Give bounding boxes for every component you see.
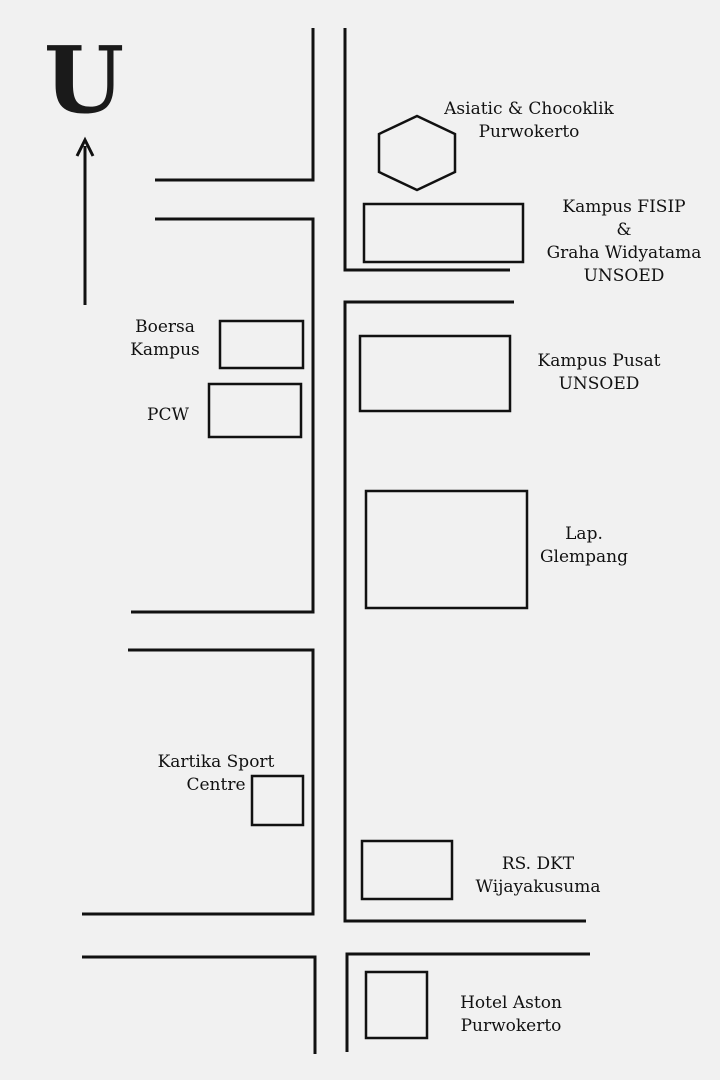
building-aston	[364, 970, 429, 1040]
building-glempang	[364, 489, 529, 610]
road-edge	[345, 952, 590, 1052]
road-edge	[82, 955, 317, 1054]
road-edge	[343, 300, 586, 923]
north-arrow-icon	[75, 136, 95, 305]
label-glempang: Lap. Glempang	[539, 524, 629, 567]
building-dkt	[360, 839, 454, 901]
label-asiatic: Asiatic & Chocoklik Purwokerto	[444, 99, 614, 142]
label-boersa: Boersa Kampus	[130, 317, 200, 360]
building-kampus-pusat	[358, 334, 512, 413]
label-kartika: Kartika Sport Centre	[157, 752, 275, 795]
road-edge	[82, 648, 315, 916]
building-kartika	[250, 774, 305, 827]
road-edge	[131, 217, 315, 614]
road-edge	[343, 28, 510, 272]
hexagon-marker-icon	[377, 114, 457, 192]
label-pcw: PCW	[147, 405, 189, 425]
building-pcw	[207, 382, 303, 439]
north-letter: U	[43, 26, 125, 134]
building-fisip	[362, 202, 525, 264]
label-fisip: Kampus FISIP & Graha Widyatama UNSOED	[546, 197, 702, 286]
label-aston: Hotel Aston Purwokerto	[460, 993, 562, 1036]
road-edge	[155, 28, 315, 182]
label-kampus-pusat: Kampus Pusat UNSOED	[537, 351, 661, 394]
label-dkt: RS. DKT Wijayakusuma	[475, 854, 601, 897]
building-boersa	[218, 319, 305, 370]
